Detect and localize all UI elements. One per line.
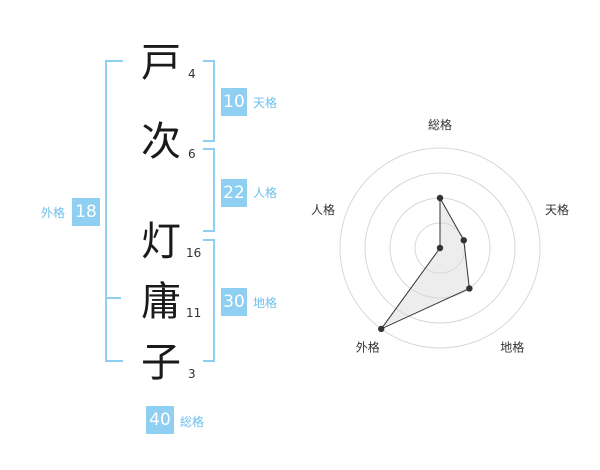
jinkaku-label: 人格 — [253, 186, 278, 200]
radar-axis-label-4: 外格 — [356, 340, 380, 355]
radar-axis-label-3: 地格 — [500, 340, 524, 355]
name-char-4: 庸 — [141, 279, 181, 325]
radar-point-4 — [378, 325, 385, 333]
radar-axis-label-2: 天格 — [545, 202, 569, 217]
radar-point-3 — [466, 285, 473, 292]
radar-shape — [378, 194, 473, 333]
stroke-count-4: 11 — [186, 306, 202, 320]
stroke-count-3: 16 — [186, 246, 202, 260]
name-char-3: 灯 — [141, 219, 181, 265]
jinkaku-value-badge: 22 — [221, 179, 247, 207]
tenkaku-label: 天格 — [253, 96, 278, 110]
radar-axis-label-1: 総格 — [428, 117, 452, 132]
jinkaku-bracket — [203, 148, 215, 232]
soukaku-value-badge: 40 — [146, 406, 174, 434]
tenkaku-bracket — [203, 60, 215, 142]
stroke-count-1: 4 — [188, 67, 196, 81]
gaikaku-value-badge: 18 — [72, 198, 100, 226]
radar-point-2 — [460, 237, 467, 244]
soukaku-label: 総格 — [180, 415, 205, 429]
chikaku-bracket — [203, 239, 215, 362]
stroke-count-2: 6 — [188, 147, 196, 161]
gaikaku-divider — [105, 297, 121, 299]
name-char-5: 子 — [141, 340, 181, 386]
radar-ring-4 — [339, 147, 541, 349]
tenkaku-value-badge: 10 — [221, 88, 247, 116]
stroke-count-5: 3 — [188, 367, 196, 381]
gaikaku-bracket — [105, 60, 123, 362]
radar-point-1 — [436, 194, 444, 202]
radar-ring-3 — [364, 172, 516, 324]
chikaku-value-badge: 30 — [221, 288, 247, 316]
gaikaku-label: 外格 — [41, 206, 66, 220]
radar-polygon — [379, 196, 470, 331]
radar-point-5 — [436, 244, 444, 252]
chikaku-label: 地格 — [253, 296, 278, 310]
name-char-2: 次 — [141, 119, 181, 165]
radar-axis-label-5: 人格 — [311, 202, 335, 217]
name-char-1: 戸 — [141, 40, 181, 86]
